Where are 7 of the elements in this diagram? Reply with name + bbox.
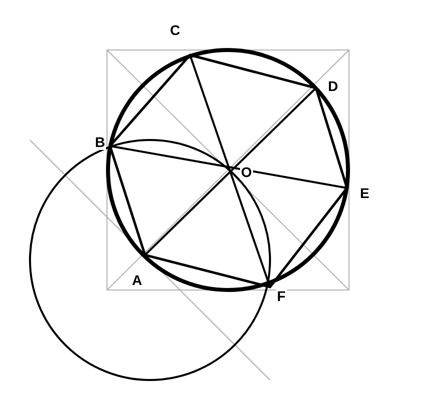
- point-label: E: [359, 185, 370, 201]
- point-label: D: [327, 78, 340, 94]
- point-label: B: [94, 134, 106, 150]
- point-label: F: [276, 288, 287, 304]
- point-label: O: [240, 164, 253, 180]
- point-label: C: [169, 22, 182, 38]
- point-label: A: [131, 272, 144, 288]
